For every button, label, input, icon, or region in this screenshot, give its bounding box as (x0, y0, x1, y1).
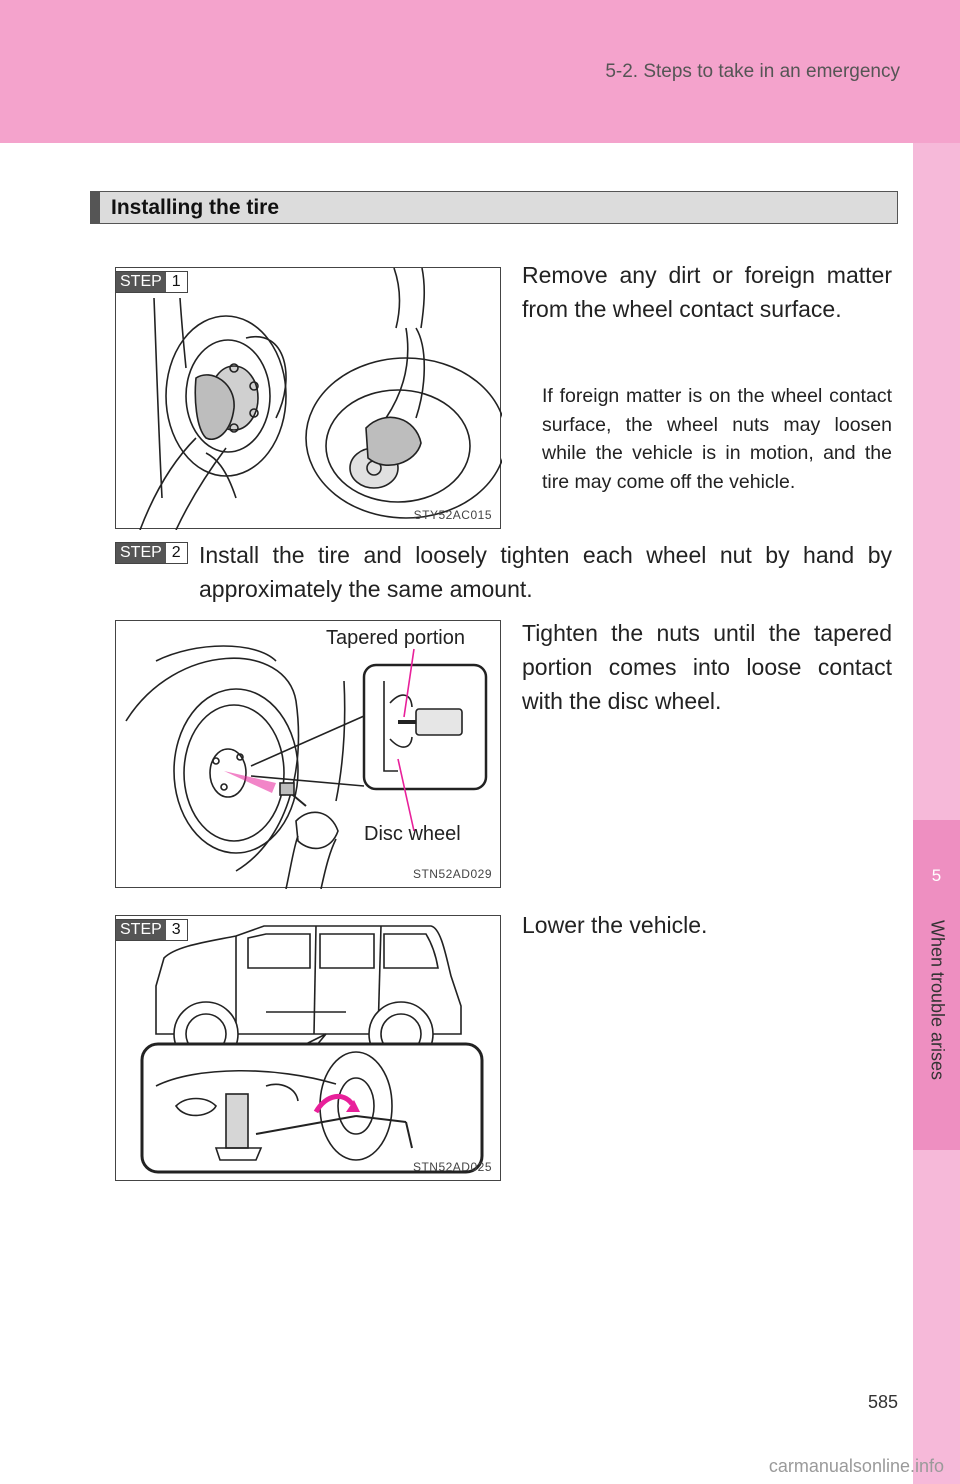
figure-code: STY52AC015 (413, 508, 492, 522)
step-2-subtext: Tighten the nuts until the tapered porti… (522, 620, 892, 714)
step-3-figure: STN52AD025 (115, 915, 501, 1181)
step-1-note: If foreign matter is on the wheel contac… (542, 385, 892, 493)
figure-code: STN52AD029 (412, 867, 492, 881)
section-header: Installing the tire (90, 191, 898, 224)
header-band (0, 0, 960, 143)
callout-tapered-portion: Tapered portion (326, 627, 465, 649)
chapter-title: When trouble arises (927, 919, 948, 1081)
step-number: 2 (165, 543, 187, 563)
wheel-nut-installation-illustration (125, 645, 488, 889)
watermark: carmanualsonline.info (768, 1456, 944, 1476)
step-word: STEP (116, 272, 166, 292)
section-header-bar (91, 192, 100, 223)
step-2-badge: STEP 2 (115, 542, 188, 564)
step-word: STEP (116, 543, 166, 563)
step-1-badge: STEP 1 (115, 271, 188, 293)
chapter-number: 5 (931, 866, 942, 885)
side-tab (913, 143, 960, 1484)
callout-disc-wheel: Disc wheel (364, 823, 461, 845)
section-title: Installing the tire (111, 196, 280, 219)
step-2-figure: Tapered portion Disc wheel STN52AD029 (115, 620, 501, 889)
figure-code: STN52AD025 (412, 1160, 492, 1174)
wheel-hub-cleaning-illustration (139, 268, 502, 530)
step-number: 1 (165, 272, 187, 292)
section-path: 5-2. Steps to take in an emergency (605, 61, 900, 82)
step-3-badge: STEP 3 (115, 919, 188, 941)
step-2-instruction: Install the tire and loosely tighten eac… (199, 542, 892, 602)
side-tab-active (913, 820, 960, 1150)
step-1-instruction: Remove any dirt or foreign matter from t… (522, 262, 892, 322)
step-word: STEP (116, 920, 166, 940)
page-number: 585 (867, 1392, 898, 1412)
step-1-figure: STY52AC015 (115, 267, 502, 530)
lower-vehicle-illustration (140, 925, 484, 1174)
step-number: 3 (165, 920, 187, 940)
step-3-instruction: Lower the vehicle. (522, 912, 708, 938)
